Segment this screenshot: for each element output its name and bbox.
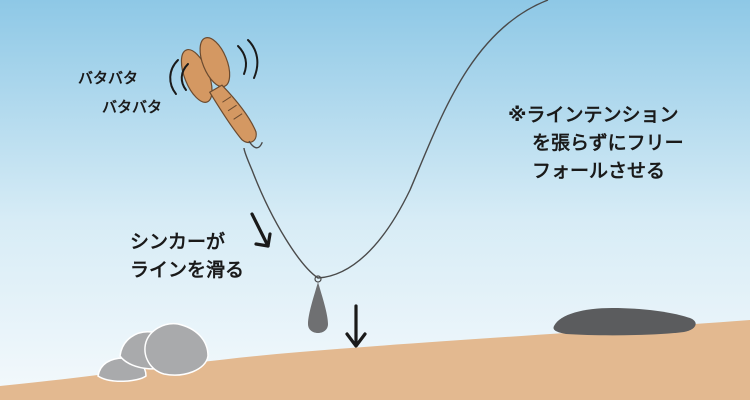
lure-marking: [222, 96, 243, 120]
note-line-3: フォールさせる: [532, 160, 666, 182]
motion-lines: [169, 39, 259, 95]
seabed: [0, 320, 750, 400]
sinker-note-line-1: シンカーが: [130, 231, 226, 253]
fishing-line: [243, 0, 549, 279]
rock-large: [144, 322, 209, 376]
rock-flat-right: [553, 308, 696, 336]
motion-line-left-outer: [169, 59, 179, 95]
squid-lure: [180, 37, 263, 149]
lure-body: [208, 84, 257, 144]
flutter-sound-text-1: バタバタ: [78, 69, 139, 87]
arrow-slide-shaft: [250, 212, 270, 248]
note-line-2: を張らずにフリー: [532, 132, 684, 154]
lure-hook: [248, 140, 263, 149]
motion-line-right-inner: [237, 45, 247, 75]
rock-cluster-left: [97, 322, 209, 382]
down-arrow-icon: [250, 212, 272, 248]
motion-line-left-inner: [180, 63, 189, 91]
motion-line-right-outer: [247, 39, 259, 79]
teardrop-sinker: [308, 282, 328, 333]
lure-fin-right: [199, 37, 231, 88]
arrow-slide-head: [254, 232, 272, 248]
flutter-sound-text-2: バタバタ: [102, 98, 163, 116]
sinker-note-line-2: ラインを滑る: [130, 259, 245, 281]
note-line-1: ※ラインテンション: [508, 104, 679, 126]
down-arrow-icon: [345, 304, 367, 348]
arrow-fall-head: [345, 332, 367, 348]
